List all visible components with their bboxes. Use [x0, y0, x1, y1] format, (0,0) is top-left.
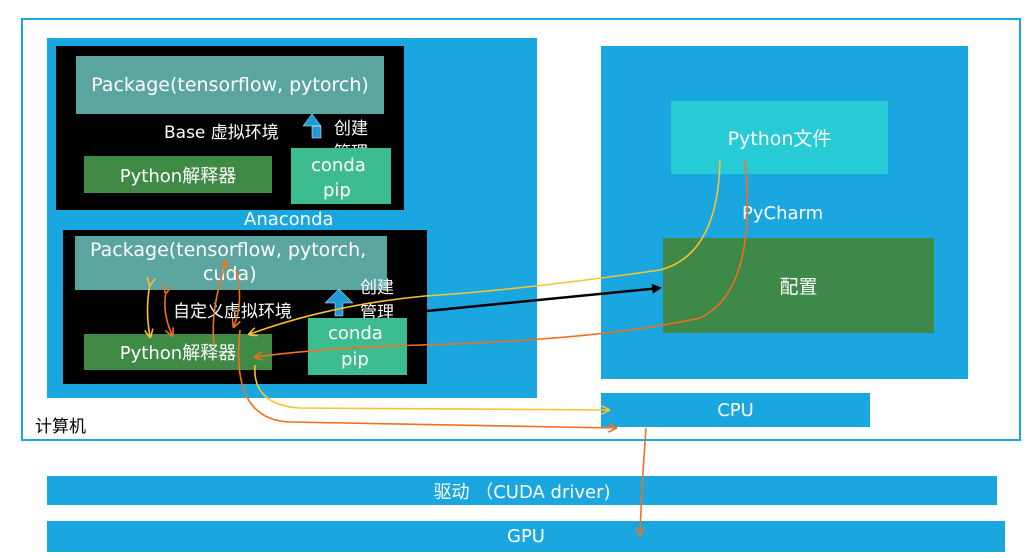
base-env-label: Base 虚拟环境: [164, 123, 279, 143]
base-manage-label-1: 创建: [334, 119, 368, 139]
cpu-box: CPU: [601, 393, 870, 427]
custom-tool-conda: conda: [328, 323, 383, 344]
gpu-box: GPU: [47, 521, 1005, 552]
custom-env-label: 自定义虚拟环境: [173, 302, 292, 322]
computer-frame: [21, 18, 1021, 441]
base-tool-conda: conda: [311, 155, 366, 176]
pycharm-label: PyCharm: [742, 203, 824, 224]
computer-label: 计算机: [35, 417, 86, 437]
anaconda-label: Anaconda: [244, 209, 334, 230]
custom-package-line-2: cuda): [203, 263, 257, 285]
driver-box: 驱动 （CUDA driver): [47, 476, 997, 505]
pycharm-config-box: 配置: [663, 238, 934, 333]
custom-tool-pip: pip: [341, 349, 369, 370]
custom-manage-label-1: 创建: [360, 278, 394, 298]
base-tool-pip: pip: [323, 180, 351, 201]
custom-interpreter-box: Python解释器: [84, 334, 272, 370]
python-file-box: Python文件: [671, 101, 888, 174]
base-package-box: Package(tensorflow, pytorch): [76, 56, 384, 114]
base-interpreter-box: Python解释器: [84, 156, 272, 193]
custom-package-line-1: Package(tensorflow, pytorch,: [90, 239, 367, 261]
